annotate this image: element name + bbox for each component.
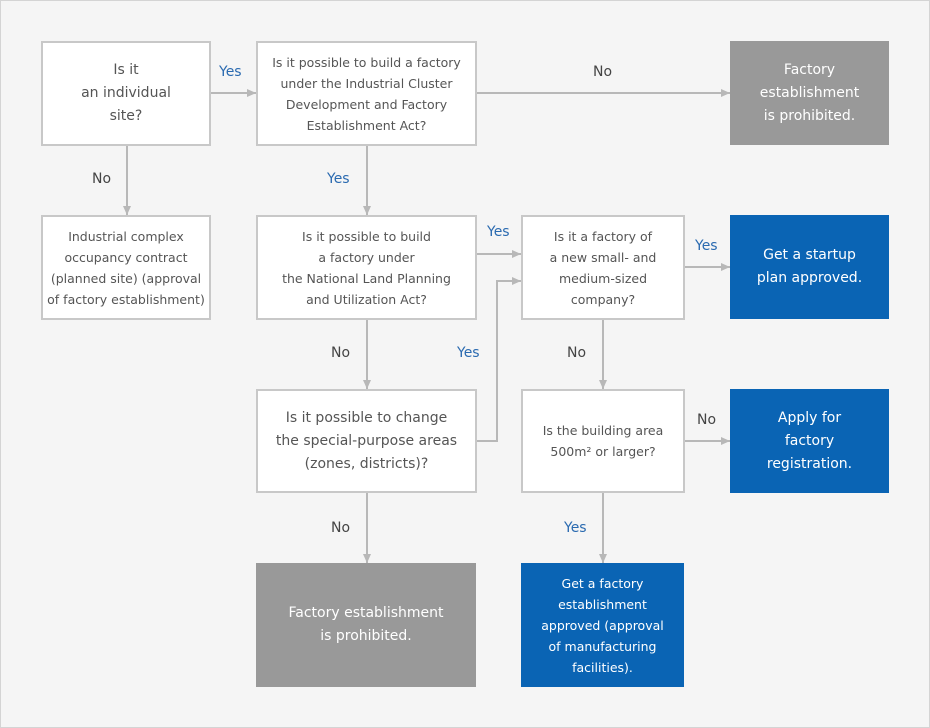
label-site-no: No [92, 171, 112, 187]
box-startup-plan: Get a startup plan approved. [730, 215, 889, 319]
box-industrial-cluster: Is it possible to build a factory under … [256, 41, 477, 146]
label-change-yes: Yes [457, 345, 480, 361]
box-building-area: Is the building area 500m² or larger? [521, 389, 685, 493]
box-individual-site: Is it an individual site? [41, 41, 211, 146]
label-cluster-yes: Yes [327, 171, 350, 187]
label-land-yes: Yes [487, 224, 510, 240]
label-change-no: No [331, 520, 351, 536]
box-prohibited-top: Factory establishment is prohibited. [730, 41, 889, 145]
box-prohibited-bottom: Factory establishment is prohibited. [256, 563, 476, 687]
label-site-yes: Yes [219, 64, 242, 80]
label-sme-no: No [567, 345, 587, 361]
box-special-purpose: Is it possible to change the special-pur… [256, 389, 477, 493]
box-national-land: Is it possible to build a factory under … [256, 215, 477, 320]
label-sme-yes: Yes [695, 238, 718, 254]
label-area-yes: Yes [564, 520, 587, 536]
label-cluster-no: No [593, 64, 613, 80]
label-area-no: No [697, 412, 717, 428]
label-land-no: No [331, 345, 351, 361]
box-small-medium: Is it a factory of a new small- and medi… [521, 215, 685, 320]
arrow-change-to-sme [477, 277, 521, 442]
box-industrial-complex: Industrial complex occupancy contract (p… [41, 215, 211, 320]
box-factory-registration: Apply for factory registration. [730, 389, 889, 493]
box-approval-manufacturing: Get a factory establishment approved (ap… [521, 563, 684, 687]
